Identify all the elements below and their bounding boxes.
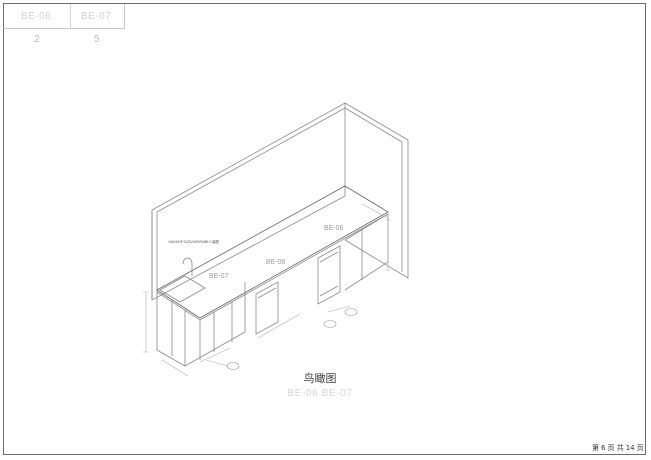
legend-code-2: BE-07: [81, 11, 112, 22]
legend-count-1: 2: [34, 34, 40, 45]
item-label-be06-a: BE-06: [266, 259, 286, 266]
countertop: [156, 185, 389, 319]
back-wall-right: [344, 102, 409, 279]
drawing-title: 鸟瞰图: [303, 372, 337, 385]
oven: [317, 245, 341, 305]
legend-code-1: BE-06: [21, 11, 52, 22]
legend-row: [3, 4, 125, 29]
drawing-subtitle: BE-06 BE-07: [287, 388, 353, 399]
item-label-be07: BE-07: [209, 273, 229, 280]
back-wall-left: [151, 102, 346, 301]
page-current: 6: [601, 444, 606, 452]
legend-divider: [70, 4, 71, 29]
sheet-border: [3, 3, 646, 455]
page-mid: 页 共: [607, 444, 624, 452]
item-label-be06-b: BE-06: [324, 225, 344, 232]
dishwasher: [255, 281, 279, 335]
page-suffix: 页: [636, 444, 644, 452]
cabinet-left: [156, 292, 186, 367]
page-prefix: 第: [592, 444, 599, 452]
drawing-note: 1/A04/P/FOOD/ASSEMBLY 装配: [168, 239, 220, 244]
legend-count-2: 5: [94, 34, 100, 45]
page-total: 14: [625, 444, 635, 452]
sink: [159, 275, 206, 303]
item-legend-table: BE-06 BE-07 2 5: [3, 4, 125, 46]
